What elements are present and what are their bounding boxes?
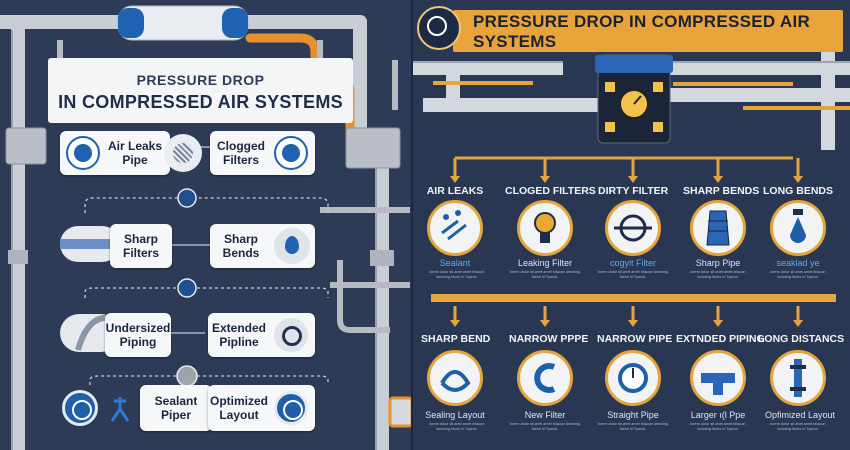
card-label: Undersized Piping	[105, 321, 171, 349]
filter-dots-icon	[274, 136, 308, 170]
r1-heading: AIR LEAKS	[426, 185, 484, 197]
r1-sub: Leaking Filter	[517, 258, 573, 268]
panel-divider	[411, 0, 414, 450]
r2-sub: Sealing Layout	[425, 410, 485, 420]
left-title-line1: PRESSURE DROP	[136, 72, 265, 88]
c-pipe-icon	[517, 350, 573, 406]
card-label: Sharp Bends	[222, 232, 260, 260]
r2-sub: Larger ı(l Ppe	[690, 410, 746, 420]
r1-caption: lorem dolor sit anet amet bilauon lanssi…	[429, 270, 485, 279]
compass-logo-icon	[417, 6, 461, 50]
cylinder-filter-icon	[690, 200, 746, 256]
card-sealant-piper: Sealant Piper	[110, 385, 212, 431]
card-extended-pipline: Extended Pipline	[208, 313, 315, 357]
right-banner-title: PRESSURE DROP IN COMPRESSED AIR SYSTEMS	[473, 12, 811, 51]
r1-caption: lorem dolor sit anet amet bilauon lanssi…	[597, 270, 669, 279]
leak-gauge-icon	[66, 136, 100, 170]
r1-heading: DIRTY FILTER	[598, 185, 669, 197]
r1-caption: lorem dolor sit anet amet bilauon lanssi…	[770, 270, 826, 279]
card-label: Clogged Filters	[217, 139, 265, 167]
r1-sub: cogyit Filter	[609, 258, 656, 268]
drop-valve-icon	[770, 200, 826, 256]
card-label: Optimized Layout	[209, 394, 268, 422]
lightbulb-icon	[517, 200, 573, 256]
r2-sub: New Filter	[524, 410, 566, 420]
card-undersized-piping: Undersized Piping	[105, 313, 171, 357]
left-title-box: PRESSURE DROP IN COMPRESSED AIR SYSTEMS	[48, 58, 353, 123]
r1-caption: lorem dolor sit anet amet bilauon lanssi…	[690, 270, 746, 279]
left-panel: PRESSURE DROP IN COMPRESSED AIR SYSTEMS …	[0, 0, 413, 450]
gauge-dial-icon	[605, 350, 661, 406]
pipe-ring-icon	[274, 318, 308, 352]
r2-heading: SHARP BEND	[421, 333, 491, 345]
r2-heading: NARROW PIPE	[597, 333, 673, 345]
r1-sub: seaklad ye	[776, 258, 820, 268]
left-title-line2: IN COMPRESSED AIR SYSTEMS	[58, 92, 343, 112]
card-air-leaks: Air Leaks Pipe	[60, 131, 170, 175]
r2-caption: lorem dolor sit anet amet bilauon lanssi…	[690, 422, 746, 431]
right-banner	[453, 10, 843, 52]
r1-heading: LONG BENDS	[763, 185, 834, 197]
long-pipe-icon	[770, 350, 826, 406]
swirl-icon	[427, 350, 483, 406]
right-pipe-network	[413, 40, 850, 327]
wrench-worker-icon	[108, 391, 134, 425]
r1-heading: CLOGED FILTERS	[505, 185, 596, 197]
r2-heading: LONG DISTANCS	[758, 333, 845, 345]
r1-caption: lorem dolor sit anet amet bilauon lanssi…	[509, 270, 581, 279]
r1-heading: SHARP BENDS	[683, 185, 760, 197]
r2-caption: lorem dolor sit anet amet bilauon lanssi…	[597, 422, 669, 431]
card-sharp-filters: Sharp Filters	[110, 224, 172, 268]
r2-caption: lorem dolor sit anet amet bilauon lanssi…	[429, 422, 485, 431]
layout-gauge-icon	[274, 391, 308, 425]
card-label: Sealant Piper	[154, 394, 198, 422]
r1-sub: Sealant	[439, 258, 471, 268]
r2-heading: EXTNDED PIPING	[676, 333, 765, 345]
card-label: Extended Pipline	[211, 321, 266, 349]
r2-heading: NARROW PPPE	[509, 333, 589, 345]
left-gauge-icon	[62, 390, 98, 426]
rain-leak-icon	[427, 200, 483, 256]
card-clogged-filters: Clogged Filters	[164, 131, 315, 175]
card-sharp-bends: Sharp Bends	[210, 224, 315, 268]
filter-mesh-icon	[164, 134, 202, 172]
card-label: Sharp Filters	[122, 232, 159, 260]
r2-caption: lorem dolor sit anet amet bilauon lanssi…	[770, 422, 826, 431]
r2-caption: lorem dolor sit anet amet bilauon lanssi…	[509, 422, 581, 431]
r2-sub: Opfimized Layout	[764, 410, 836, 420]
tee-pipe-icon	[690, 350, 746, 406]
card-optimized-layout: Optimized Layout	[208, 385, 315, 431]
right-panel: PRESSURE DROP IN COMPRESSED AIR SYSTEMS …	[413, 0, 850, 450]
ring-filter-icon	[605, 200, 661, 256]
water-drop-icon	[274, 228, 310, 264]
card-label: Air Leaks Pipe	[107, 139, 163, 167]
r1-sub: Sharp Pipe	[695, 258, 741, 268]
r2-sub: Straight Pipe	[607, 410, 659, 420]
